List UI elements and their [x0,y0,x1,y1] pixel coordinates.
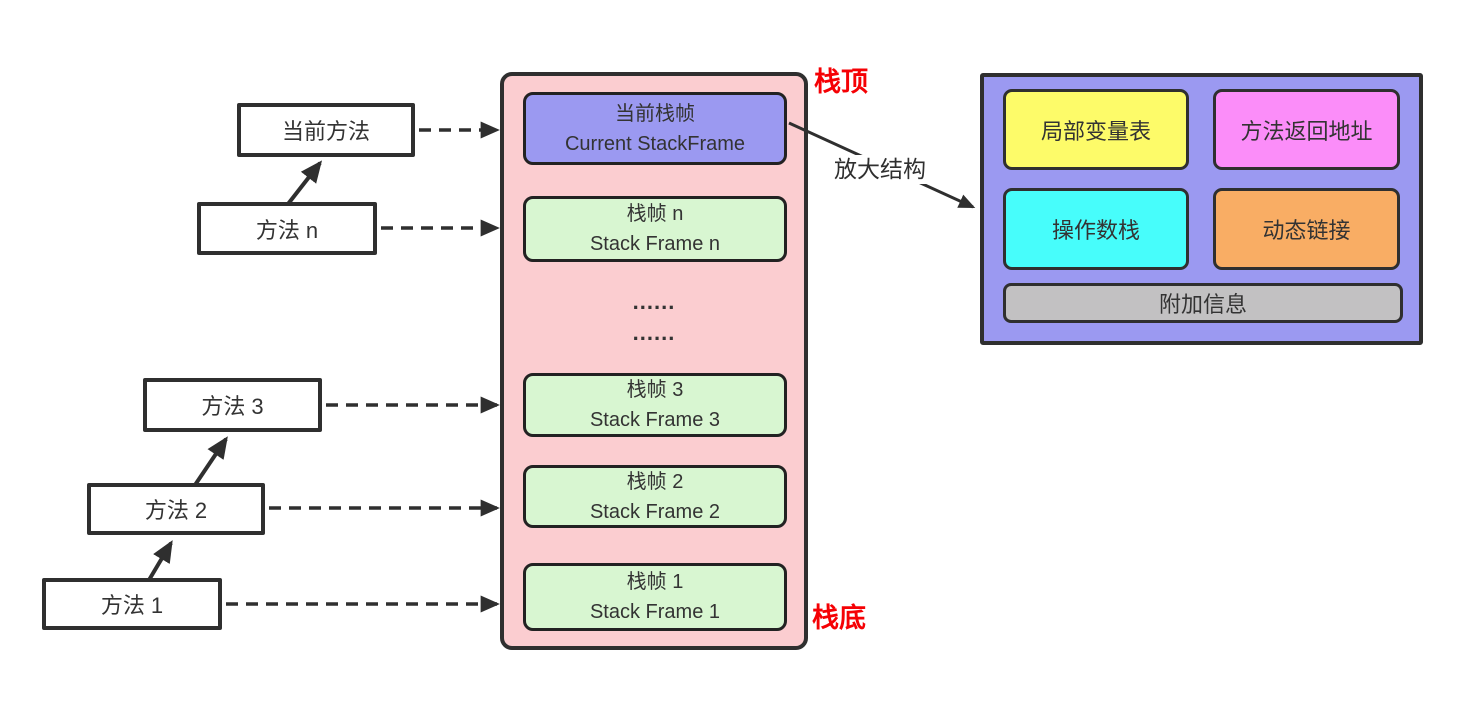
stack-frame-1: 栈帧 1 Stack Frame 1 [523,563,787,631]
stack-ellipsis: ...... ...... [500,286,808,348]
call-arrow-mn-to-current [286,160,323,206]
stack-bottom-label: 栈底 [812,603,866,633]
cell-label: 动态链接 [1262,218,1351,243]
method-label: 当前方法 [281,119,370,144]
detail-cell-dynamic-linking: 动态链接 [1213,188,1400,270]
frame-label-en: Stack Frame n [589,233,721,255]
method-label: 方法 n [255,217,319,243]
method-box-1: 方法 1 [42,578,222,630]
method-label: 方法 3 [201,394,264,419]
frame-label-cn: 栈帧 1 [626,571,684,593]
stack-frame-current: 当前栈帧 Current StackFrame [523,92,787,165]
cell-label: 方法返回地址 [1240,118,1373,144]
detail-cell-method-return-address: 方法返回地址 [1213,89,1400,170]
stack-frame-n: 栈帧 n Stack Frame n [523,196,787,262]
detail-cell-operand-stack: 操作数栈 [1003,188,1189,270]
call-arrow-m1-to-m2 [147,540,173,582]
frame-label-en: Stack Frame 1 [589,601,721,623]
frame-label-cn: 当前栈帧 [615,102,695,125]
stack-top-label: 栈顶 [814,67,868,97]
ellipsis-line: ...... [632,320,676,345]
stack-frame-2: 栈帧 2 Stack Frame 2 [523,465,787,528]
cell-label: 附加信息 [1158,292,1247,317]
call-arrow-m2-to-m3 [193,436,228,487]
method-box-3: 方法 3 [143,378,322,432]
frame-label-en: Stack Frame 2 [589,500,721,523]
frame-label-en: Current StackFrame [564,132,746,155]
method-label: 方法 2 [144,498,208,523]
method-box-current: 当前方法 [237,103,415,157]
frame-label-cn: 栈帧 n [626,203,684,225]
stack-frame-3: 栈帧 3 Stack Frame 3 [523,373,787,437]
method-box-n: 方法 n [197,202,377,255]
ellipsis-line: ...... [632,289,676,314]
cell-label: 局部变量表 [1040,118,1151,144]
frame-label-cn: 栈帧 3 [626,379,684,401]
zoom-structure-label: 放大结构 [831,155,929,184]
detail-cell-local-variable-table: 局部变量表 [1003,89,1189,170]
jvm-stack-container [500,72,808,650]
method-box-2: 方法 2 [87,483,265,535]
detail-cell-additional-info: 附加信息 [1003,283,1403,323]
frame-label-cn: 栈帧 2 [626,470,684,493]
method-label: 方法 1 [100,593,164,618]
cell-label: 操作数栈 [1051,218,1140,243]
frame-label-en: Stack Frame 3 [589,409,721,431]
